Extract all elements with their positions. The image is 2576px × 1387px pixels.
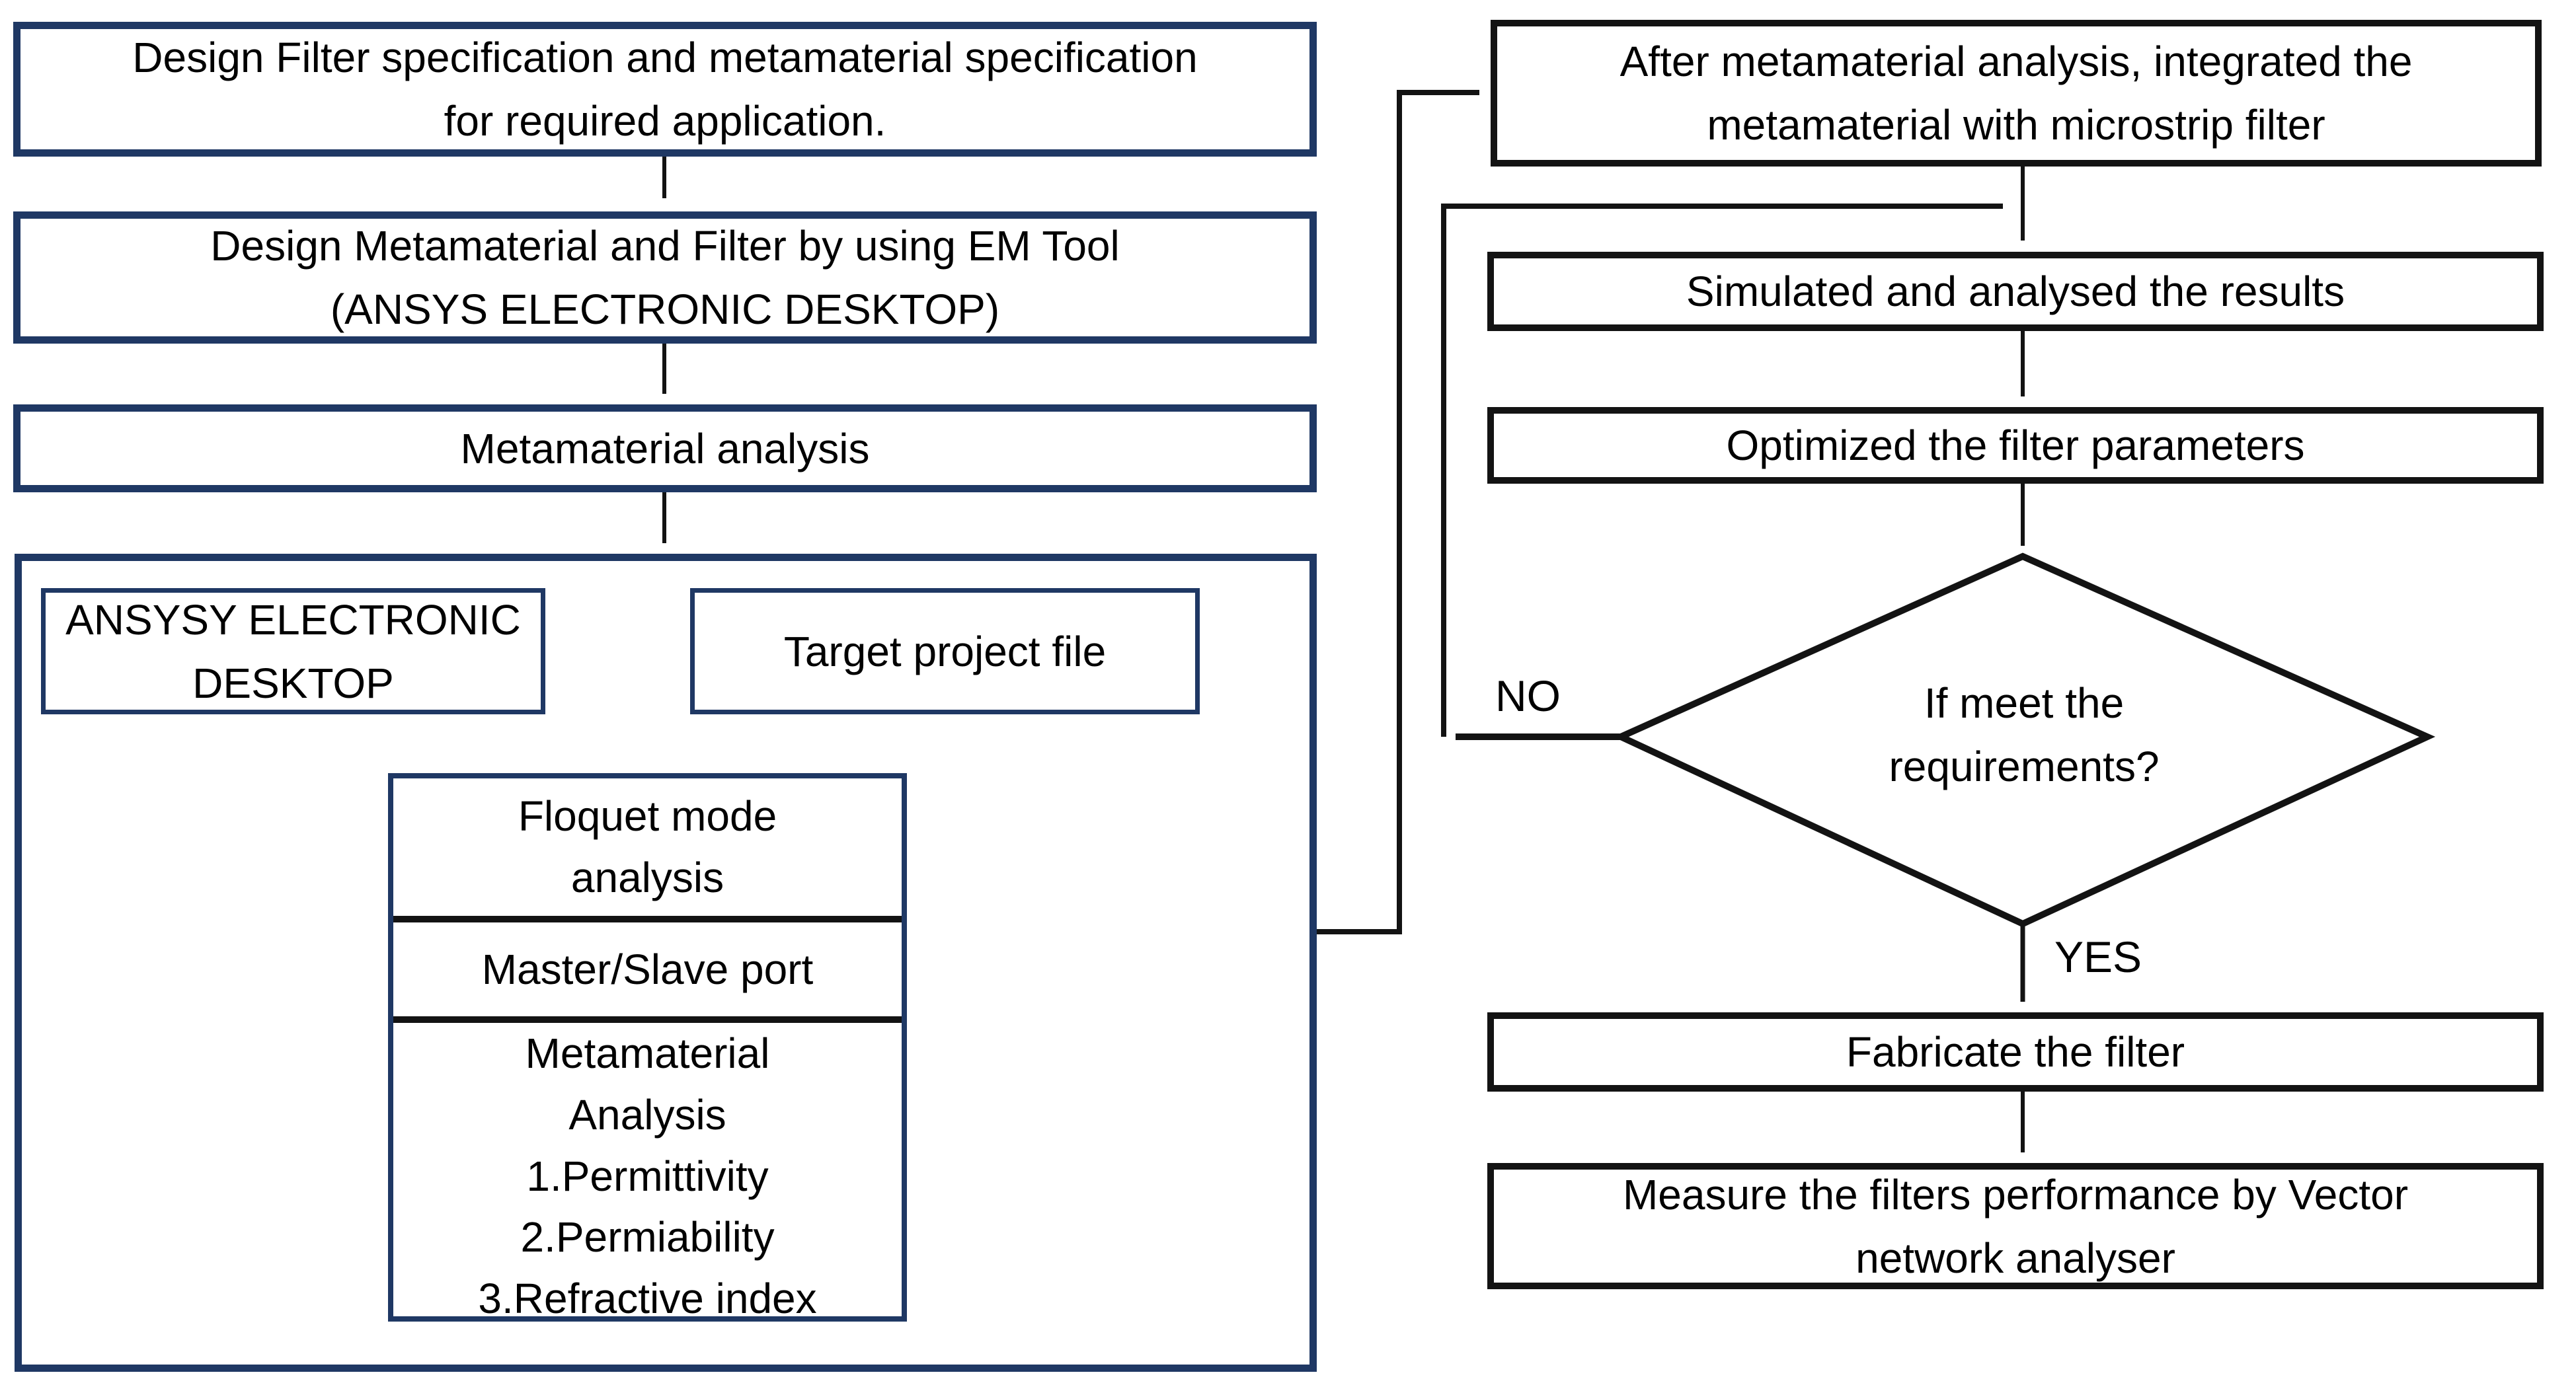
node-master-slave-port: Master/Slave port xyxy=(393,916,902,1016)
label-yes: YES xyxy=(2054,932,2142,981)
connector-group-to-integrate xyxy=(1317,90,1479,934)
label-no: NO xyxy=(1495,671,1561,720)
node-fabricate-filter: Fabricate the filter xyxy=(1487,1012,2544,1092)
stack-metamaterial-steps: Floquet mode analysis Master/Slave port … xyxy=(388,773,907,1322)
node-target-project-file: Target project file xyxy=(690,588,1200,714)
connector-no-feedback-return xyxy=(1441,204,2003,737)
node-design-em-tool: Design Metamaterial and Filter by using … xyxy=(13,211,1317,344)
node-metamaterial-parameters: Metamaterial Analysis 1.Permittivity 2.P… xyxy=(393,1016,902,1330)
node-optimize-parameters: Optimized the filter parameters xyxy=(1487,407,2544,484)
node-simulate-results: Simulated and analysed the results xyxy=(1487,252,2544,331)
node-floquet-mode: Floquet mode analysis xyxy=(518,792,777,901)
node-integrate-metamaterial: After metamaterial analysis, integrated … xyxy=(1491,20,2542,167)
node-design-spec: Design Filter specification and metamate… xyxy=(13,22,1317,157)
node-ansys-desktop: ANSYSY ELECTRONIC DESKTOP xyxy=(41,588,545,714)
node-measure-performance: Measure the filters performance by Vecto… xyxy=(1487,1163,2544,1289)
node-metamaterial-analysis: Metamaterial analysis xyxy=(13,404,1317,492)
node-decision-meet-requirements: If meet the requirements? xyxy=(1889,679,2160,790)
